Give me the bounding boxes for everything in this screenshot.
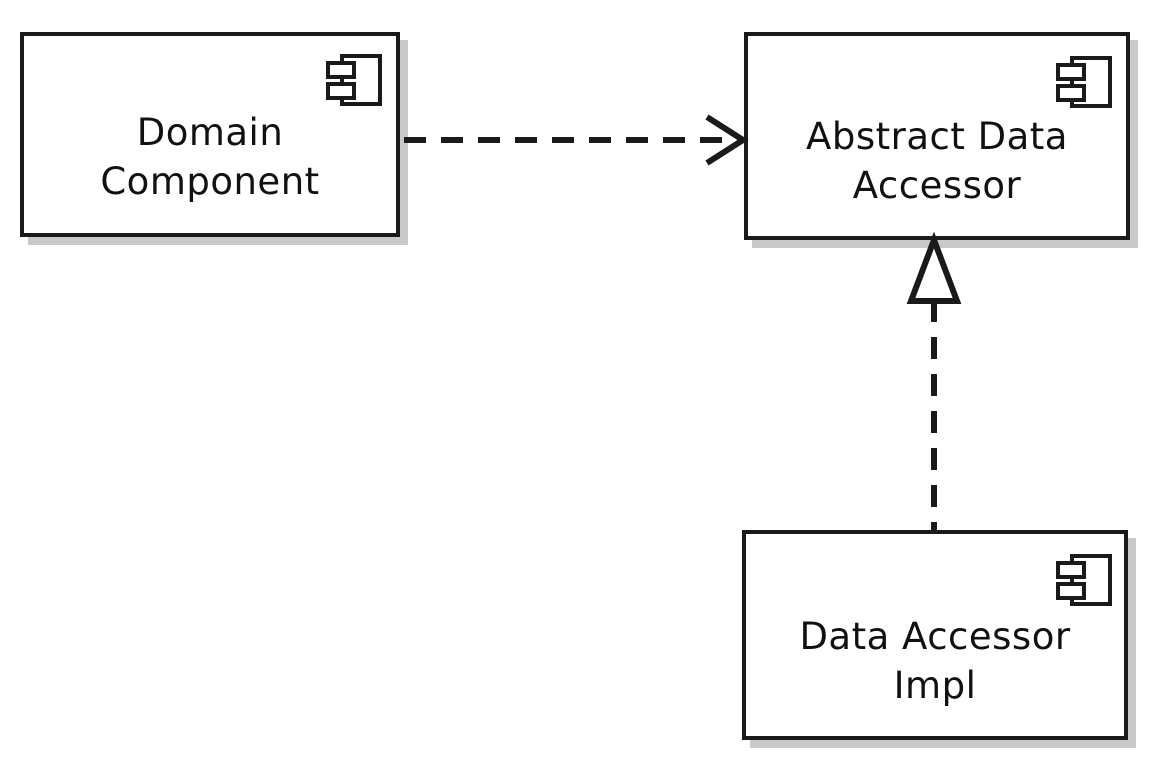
uml-component-icon-glyph: [326, 54, 382, 106]
open-arrowhead-icon: [705, 114, 749, 166]
uml-component-icon: [1054, 550, 1116, 616]
uml-component-icon: [324, 50, 386, 116]
component-domain-component[interactable]: Domain Component: [20, 32, 400, 237]
component-abstract-data-accessor[interactable]: Abstract Data Accessor: [744, 32, 1130, 240]
component-label: Abstract Data Accessor: [806, 115, 1068, 208]
realization-impl-to-abstract[interactable]: [906, 231, 962, 530]
component-data-accessor-impl[interactable]: Data Accessor Impl: [742, 530, 1128, 740]
hollow-triangle-arrowhead-icon: [906, 231, 962, 304]
uml-component-icon-glyph: [1056, 56, 1112, 108]
uml-component-icon-glyph: [1056, 554, 1112, 606]
uml-component-icon: [1054, 52, 1116, 118]
component-label: Domain Component: [100, 111, 320, 204]
component-label: Data Accessor Impl: [799, 615, 1071, 708]
dependency-domain-to-abstract[interactable]: [404, 114, 749, 166]
